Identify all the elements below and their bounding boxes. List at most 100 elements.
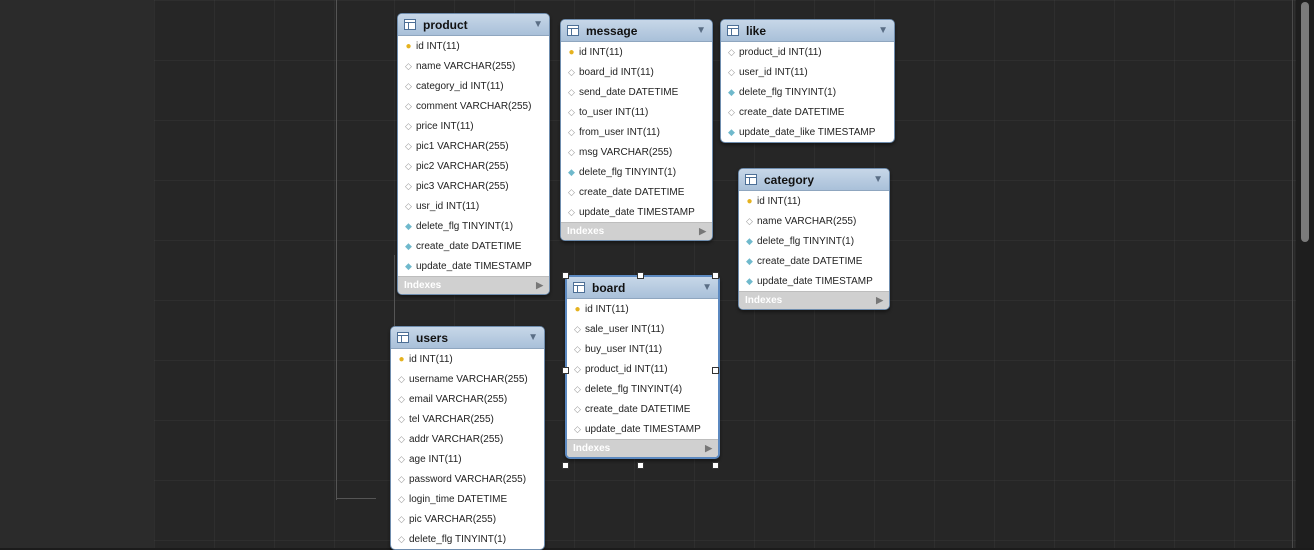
diagram-canvas[interactable]: product ▼ ●id INT(11)◇name VARCHAR(255)◇…: [154, 0, 1296, 550]
collapse-arrow-icon[interactable]: ▼: [873, 174, 883, 185]
column-row[interactable]: ◇age INT(11): [391, 449, 544, 469]
column-row[interactable]: ◇pic3 VARCHAR(255): [398, 176, 549, 196]
column-row[interactable]: ◇create_date DATETIME: [567, 399, 718, 419]
column-row[interactable]: ◇name VARCHAR(255): [739, 211, 889, 231]
table-icon: [397, 332, 409, 343]
nullable-column-icon: ◇: [405, 200, 412, 211]
scrollbar-thumb[interactable]: [1301, 2, 1309, 242]
expand-arrow-icon[interactable]: ▶: [876, 295, 883, 305]
table-header[interactable]: product ▼: [398, 14, 549, 36]
column-row[interactable]: ◇addr VARCHAR(255): [391, 429, 544, 449]
indexes-section[interactable]: Indexes ▶: [398, 276, 549, 294]
resize-handle[interactable]: [712, 462, 719, 469]
collapse-arrow-icon[interactable]: ▼: [878, 25, 888, 36]
table-header[interactable]: category ▼: [739, 169, 889, 191]
resize-handle[interactable]: [712, 272, 719, 279]
column-row[interactable]: ◇pic2 VARCHAR(255): [398, 156, 549, 176]
column-row[interactable]: ◇to_user INT(11): [561, 102, 712, 122]
column-row[interactable]: ◇delete_flg TINYINT(1): [391, 529, 544, 549]
column-row[interactable]: ●id INT(11): [391, 349, 544, 369]
table-name: like: [746, 23, 767, 38]
collapse-arrow-icon[interactable]: ▼: [696, 25, 706, 36]
column-row[interactable]: ◆delete_flg TINYINT(1): [561, 162, 712, 182]
column-row[interactable]: ◇login_time DATETIME: [391, 489, 544, 509]
column-row[interactable]: ◇username VARCHAR(255): [391, 369, 544, 389]
indexes-section[interactable]: Indexes ▶: [561, 222, 712, 240]
column-row[interactable]: ◇tel VARCHAR(255): [391, 409, 544, 429]
column-row[interactable]: ◇comment VARCHAR(255): [398, 96, 549, 116]
table-header[interactable]: users ▼: [391, 327, 544, 349]
column-row[interactable]: ●id INT(11): [567, 299, 718, 319]
indexes-section[interactable]: Indexes ▶: [739, 291, 889, 309]
column-row[interactable]: ◇price INT(11): [398, 116, 549, 136]
column-row[interactable]: ◆update_date TIMESTAMP: [398, 256, 549, 276]
vertical-scrollbar[interactable]: [1296, 0, 1314, 548]
column-row[interactable]: ◇board_id INT(11): [561, 62, 712, 82]
column-row[interactable]: ◇ send_date DATETIME: [561, 82, 712, 102]
column-row[interactable]: ◇usr_id INT(11): [398, 196, 549, 216]
resize-handle[interactable]: [712, 367, 719, 374]
column-row[interactable]: ◆create_date DATETIME: [398, 236, 549, 256]
nullable-column-icon: ◇: [568, 86, 575, 97]
nullable-column-icon: ◇: [568, 106, 575, 117]
column-definition: update_date TIMESTAMP: [416, 260, 532, 272]
table-message[interactable]: message ▼ ●id INT(11)◇board_id INT(11) ◇ s…: [560, 19, 713, 241]
table-icon: [727, 25, 739, 36]
primary-key-icon: ●: [568, 46, 575, 58]
resize-handle[interactable]: [562, 367, 569, 374]
column-row[interactable]: ◇product_id INT(11): [567, 359, 718, 379]
collapse-arrow-icon[interactable]: ▼: [528, 332, 538, 343]
collapse-arrow-icon[interactable]: ▼: [533, 19, 543, 30]
expand-arrow-icon[interactable]: ▶: [536, 280, 543, 290]
indexes-section[interactable]: Indexes ▶: [567, 439, 718, 457]
column-row[interactable]: ◇delete_flg TINYINT(4): [567, 379, 718, 399]
resize-handle[interactable]: [562, 272, 569, 279]
table-product[interactable]: product ▼ ●id INT(11)◇name VARCHAR(255)◇…: [397, 13, 550, 295]
column-row[interactable]: ◇msg VARCHAR(255): [561, 142, 712, 162]
column-row[interactable]: ◇name VARCHAR(255): [398, 56, 549, 76]
collapse-arrow-icon[interactable]: ▼: [702, 282, 712, 293]
column-definition: comment VARCHAR(255): [416, 100, 532, 112]
column-row[interactable]: ◇update_date TIMESTAMP: [561, 202, 712, 222]
table-board[interactable]: board ▼ ●id INT(11)◇sale_user INT(11)◇bu…: [565, 275, 720, 459]
table-category[interactable]: category ▼ ●id INT(11)◇name VARCHAR(255)…: [738, 168, 890, 310]
column-row[interactable]: ◆update_date TIMESTAMP: [739, 271, 889, 291]
column-row[interactable]: ◆update_date_like TIMESTAMP: [721, 122, 894, 142]
column-row[interactable]: ◆delete_flg TINYINT(1): [739, 231, 889, 251]
column-row[interactable]: ◇email VARCHAR(255): [391, 389, 544, 409]
resize-handle[interactable]: [637, 462, 644, 469]
column-row[interactable]: ●id INT(11): [561, 42, 712, 62]
table-users[interactable]: users ▼ ●id INT(11)◇username VARCHAR(255…: [390, 326, 545, 550]
column-row[interactable]: ◆delete_flg TINYINT(1): [398, 216, 549, 236]
expand-arrow-icon[interactable]: ▶: [699, 226, 706, 236]
column-row[interactable]: ◇create_date DATETIME: [721, 102, 894, 122]
column-row[interactable]: ◇buy_user INT(11): [567, 339, 718, 359]
column-row[interactable]: ◇category_id INT(11): [398, 76, 549, 96]
column-definition: name VARCHAR(255): [757, 215, 857, 227]
column-row[interactable]: ●id INT(11): [398, 36, 549, 56]
table-like[interactable]: like ▼ ◇product_id INT(11)◇user_id INT(1…: [720, 19, 895, 143]
column-row[interactable]: ◇password VARCHAR(255): [391, 469, 544, 489]
column-row[interactable]: ◆delete_flg TINYINT(1): [721, 82, 894, 102]
table-header[interactable]: message ▼: [561, 20, 712, 42]
column-definition: category_id INT(11): [416, 80, 504, 92]
table-header[interactable]: like ▼: [721, 20, 894, 42]
resize-handle[interactable]: [637, 272, 644, 279]
column-row[interactable]: ◇update_date TIMESTAMP: [567, 419, 718, 439]
expand-arrow-icon[interactable]: ▶: [705, 443, 712, 453]
column-row[interactable]: ◇product_id INT(11): [721, 42, 894, 62]
column-definition: send_date DATETIME: [579, 86, 679, 98]
column-definition: delete_flg TINYINT(4): [585, 383, 683, 395]
column-row[interactable]: ◆create_date DATETIME: [739, 251, 889, 271]
column-row[interactable]: ◇create_date DATETIME: [561, 182, 712, 202]
column-row[interactable]: ●id INT(11): [739, 191, 889, 211]
resize-handle[interactable]: [562, 462, 569, 469]
column-row[interactable]: ◇pic VARCHAR(255): [391, 509, 544, 529]
column-row[interactable]: ◇sale_user INT(11): [567, 319, 718, 339]
column-row[interactable]: ◇pic1 VARCHAR(255): [398, 136, 549, 156]
not-null-column-icon: ◆: [746, 275, 753, 286]
table-header[interactable]: board ▼: [567, 277, 718, 299]
column-row[interactable]: ◇user_id INT(11): [721, 62, 894, 82]
column-row[interactable]: ◇from_user INT(11): [561, 122, 712, 142]
column-definition: tel VARCHAR(255): [409, 413, 494, 425]
